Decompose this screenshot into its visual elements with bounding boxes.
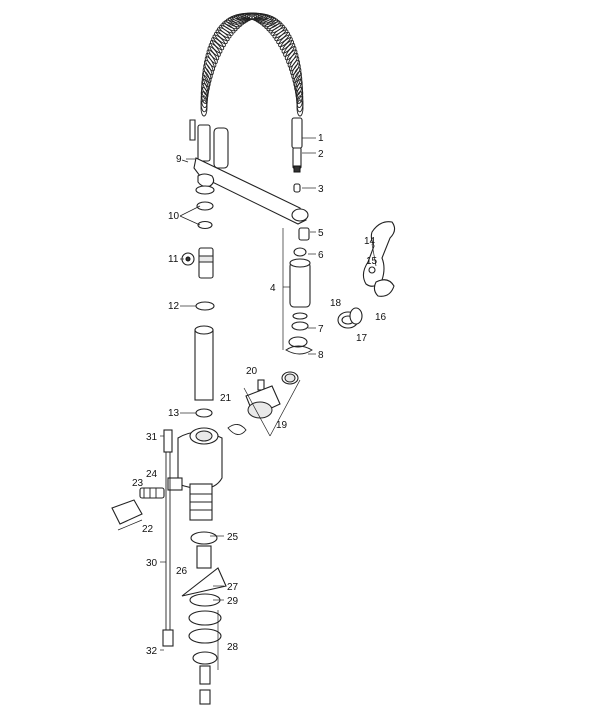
callout-7: 7 <box>318 324 324 335</box>
callout-4: 4 <box>270 283 276 294</box>
callout-27: 27 <box>227 582 239 593</box>
spring-coil-turn <box>222 21 238 32</box>
callout-30: 30 <box>146 558 158 569</box>
callout-19: 19 <box>276 420 288 431</box>
spring-coil-turn <box>212 34 226 48</box>
callout-23: 23 <box>132 478 144 489</box>
spout-arm <box>181 119 309 225</box>
spring-coil-turn <box>208 42 221 57</box>
spring-coil-turn <box>220 23 236 34</box>
mounting-kit <box>181 531 227 705</box>
callout-16: 16 <box>375 312 387 323</box>
callout-28: 28 <box>227 642 239 653</box>
callout-32: 32 <box>146 646 158 657</box>
callout-8: 8 <box>318 350 324 361</box>
callout-14: 14 <box>364 236 376 247</box>
spring-coil-turn <box>209 40 223 54</box>
callout-21: 21 <box>220 393 232 404</box>
spring-coil-turn <box>218 25 234 36</box>
callout-29: 29 <box>227 596 239 607</box>
spray-assembly <box>285 227 313 355</box>
lever-handle <box>362 221 396 297</box>
callout-12: 12 <box>168 301 180 312</box>
callout-15: 15 <box>366 256 378 267</box>
callout-24: 24 <box>146 469 158 480</box>
hose-end-parts <box>291 117 303 193</box>
spring-coil-turn <box>293 71 302 88</box>
callout-6: 6 <box>318 250 324 261</box>
spring-coil-turn <box>296 99 304 117</box>
callout-22: 22 <box>142 524 154 535</box>
callout-18: 18 <box>330 298 342 309</box>
callout-labels: 1 2 3 5 6 4 7 8 9 10 11 12 13 14 15 16 1… <box>132 133 387 657</box>
connector-11 <box>181 247 214 279</box>
callout-13: 13 <box>168 408 180 419</box>
spring-coil <box>200 12 304 117</box>
rings-16-18 <box>337 307 363 329</box>
o-rings-10 <box>195 185 215 230</box>
flex-hose <box>162 429 174 647</box>
spring-coil-turn <box>207 46 220 61</box>
callout-1: 1 <box>318 133 324 144</box>
callout-20: 20 <box>246 366 258 377</box>
leader-lines <box>117 137 377 670</box>
callout-5: 5 <box>318 228 324 239</box>
callout-26: 26 <box>176 566 188 577</box>
callout-17: 17 <box>356 333 368 344</box>
o-ring-12 <box>195 301 215 311</box>
riser-tube <box>194 325 214 418</box>
callout-2: 2 <box>318 149 324 160</box>
valve-body <box>177 427 223 521</box>
spring-coil-turn <box>211 37 225 51</box>
callout-11: 11 <box>168 254 179 265</box>
callout-31: 31 <box>146 432 158 443</box>
side-outlet <box>111 477 183 525</box>
spring-coil-turn <box>251 13 268 21</box>
callout-9: 9 <box>176 154 182 165</box>
callout-25: 25 <box>227 532 239 543</box>
callout-3: 3 <box>318 184 324 195</box>
callout-10: 10 <box>168 211 180 222</box>
